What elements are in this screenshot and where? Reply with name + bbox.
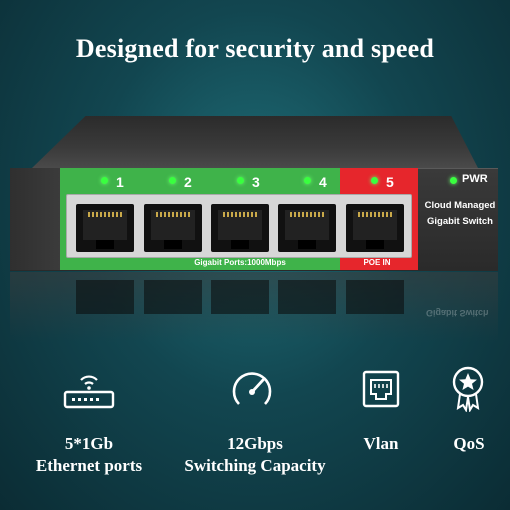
brand-line-2: Gigabit Switch [427, 216, 493, 227]
feature-qos: QoS [428, 433, 510, 455]
port-number-5: 5 [386, 174, 394, 190]
brand-line-1: Cloud Managed [424, 200, 496, 211]
port-led-2 [169, 177, 176, 184]
feature-qos-line1: QoS [453, 434, 485, 453]
rj45-port-1 [76, 204, 134, 252]
star-badge-icon [452, 366, 484, 412]
feature-ports-line2: Ethernet ports [35, 456, 143, 475]
ethernet-port-icon [362, 370, 400, 408]
feature-ports-line1: 5*1Gb [64, 434, 114, 453]
port-number-4: 4 [319, 174, 327, 190]
port-led-3 [237, 177, 244, 184]
router-wifi-icon [63, 375, 115, 409]
rj45-port-3 [211, 204, 269, 252]
reflection-text: Gigabit Switch [426, 308, 489, 318]
port-led-5 [371, 177, 378, 184]
rj45-port-5 [346, 204, 404, 252]
feature-switching: 12Gbps Switching Capacity [170, 433, 340, 477]
feature-ports: 5*1Gb Ethernet ports [10, 433, 168, 477]
port-led-1 [101, 177, 108, 184]
poe-in-label: POE IN [363, 258, 391, 267]
port-number-1: 1 [116, 174, 124, 190]
speedometer-icon [232, 372, 272, 405]
feature-vlan-line1: Vlan [363, 434, 399, 453]
port-number-3: 3 [252, 174, 260, 190]
gigabit-ports-label: Gigabit Ports:1000Mbps [194, 258, 286, 267]
headline: Designed for security and speed [75, 34, 435, 63]
switch-top-panel [32, 116, 478, 168]
port-number-2: 2 [184, 174, 192, 190]
power-label: PWR [462, 173, 488, 185]
feature-vlan: Vlan [341, 433, 421, 455]
port-led-4 [304, 177, 311, 184]
switch-reflection: Gigabit Switch [10, 272, 498, 342]
feature-switching-line2: Switching Capacity [184, 456, 326, 475]
rj45-port-2 [144, 204, 202, 252]
switch-left-cap [10, 168, 60, 270]
power-led [450, 177, 457, 184]
rj45-port-4 [278, 204, 336, 252]
feature-switching-line1: 12Gbps [227, 434, 283, 453]
